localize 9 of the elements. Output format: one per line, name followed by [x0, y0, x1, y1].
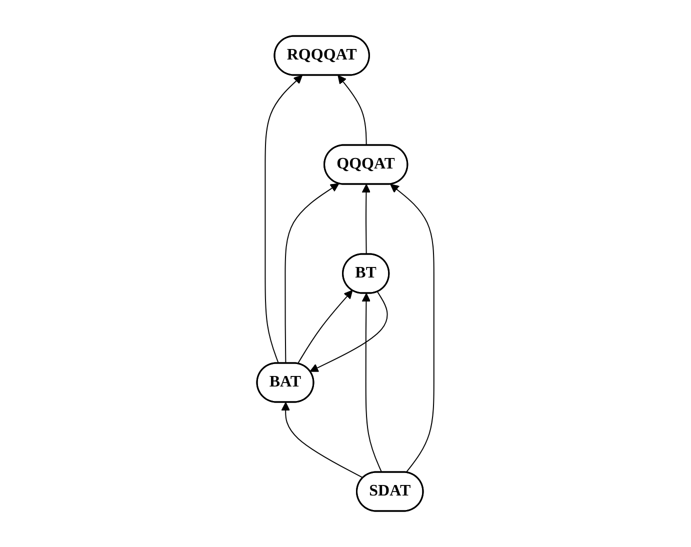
arrow [264, 75, 303, 364]
arrow [284, 183, 340, 364]
arrow [281, 402, 364, 478]
arrow [297, 290, 353, 364]
arrow [390, 184, 434, 474]
arrow [362, 184, 371, 255]
arrow [362, 293, 382, 473]
arrow [338, 75, 367, 146]
arrow [310, 291, 388, 372]
